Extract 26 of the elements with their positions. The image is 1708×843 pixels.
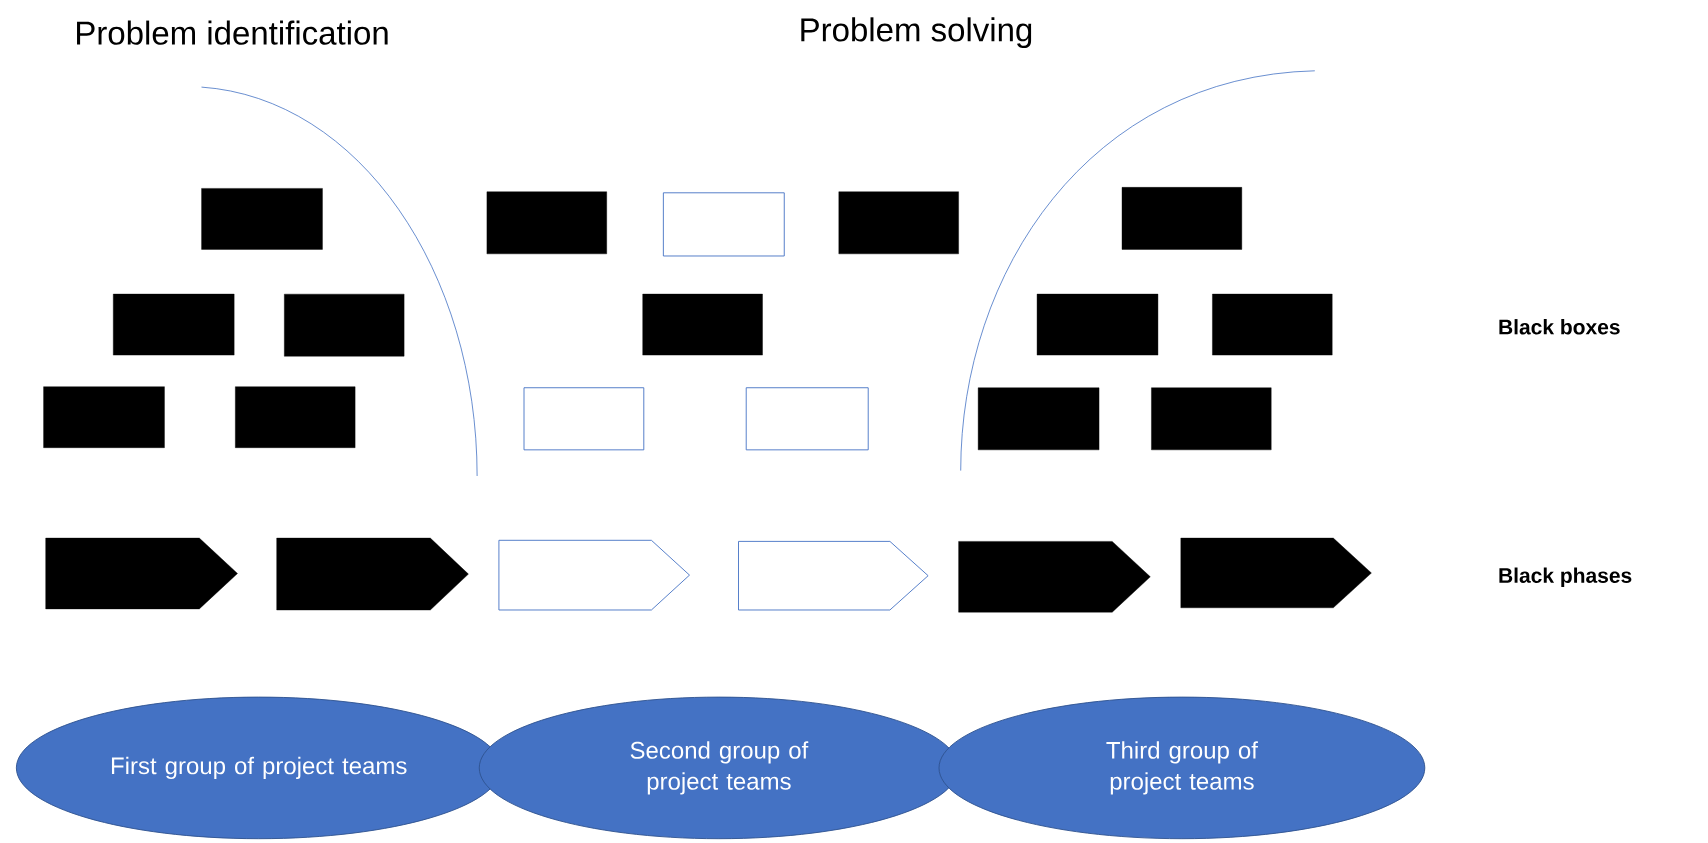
phase-shape — [498, 539, 690, 611]
block — [1151, 387, 1272, 451]
phase-shape — [45, 537, 238, 610]
block — [838, 191, 959, 255]
phase-shape — [958, 541, 1151, 613]
heading: Problem identification — [77, 20, 388, 45]
phase-shape — [738, 540, 929, 611]
block — [977, 387, 1100, 451]
block — [642, 293, 763, 356]
block — [113, 293, 235, 356]
phase-shape — [276, 537, 469, 611]
block — [43, 386, 165, 448]
block — [486, 191, 607, 255]
block — [1121, 187, 1242, 250]
phase-shape — [1180, 537, 1372, 608]
block — [201, 188, 323, 250]
block — [523, 387, 645, 451]
heading: Problem solving — [801, 17, 1032, 49]
block — [1212, 293, 1333, 356]
row-label: Black phases — [1499, 567, 1632, 588]
row-label: Black boxes — [1499, 319, 1620, 335]
block — [745, 387, 869, 451]
block — [1036, 293, 1159, 356]
block — [235, 386, 356, 448]
block — [284, 293, 405, 357]
block — [662, 192, 785, 257]
